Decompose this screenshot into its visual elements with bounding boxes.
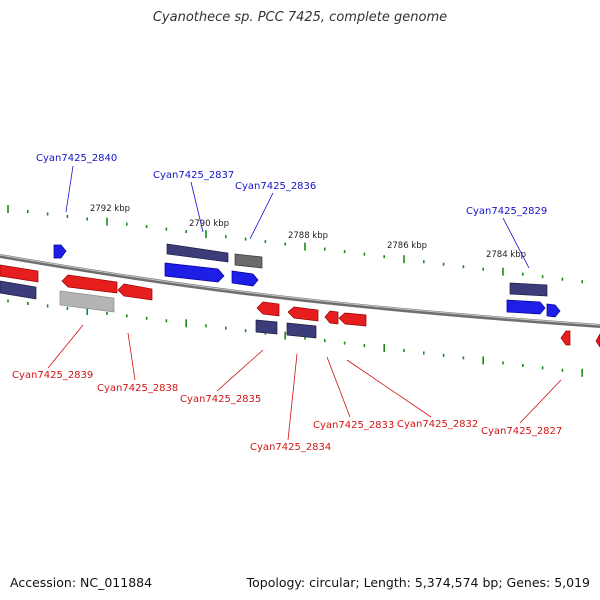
gene-label-2835[interactable]: Cyan7425_2835 — [180, 394, 261, 405]
reverse-leader-lines — [47, 324, 562, 441]
gene-2826-arrow[interactable] — [595, 333, 600, 348]
gene-2829-bar[interactable] — [509, 282, 548, 297]
gene-2828-arrow[interactable] — [546, 303, 561, 318]
reverse-gene-labels: Cyan7425_2839 Cyan7425_2838 Cyan7425_283… — [12, 370, 562, 453]
gene-2829-arrow[interactable] — [506, 299, 546, 315]
gene-label-2829[interactable]: Cyan7425_2829 — [466, 206, 547, 217]
inner-tick-track — [7, 299, 584, 377]
gene-2837-bar[interactable] — [166, 243, 229, 263]
gene-2841-arrow[interactable] — [0, 264, 39, 283]
gene-2837-arrow[interactable] — [164, 262, 225, 283]
gene-2836-bar[interactable] — [234, 253, 263, 269]
ruler-label-2792: 2792 kbp — [90, 204, 130, 214]
gene-label-2833[interactable]: Cyan7425_2833 — [313, 420, 394, 431]
gene-label-2827[interactable]: Cyan7425_2827 — [481, 426, 562, 437]
outer-tick-track — [7, 205, 584, 284]
topology-text: Topology: circular; Length: 5,374,574 bp… — [246, 575, 590, 590]
gene-label-2839[interactable]: Cyan7425_2839 — [12, 370, 93, 381]
gene-label-2838[interactable]: Cyan7425_2838 — [97, 383, 178, 394]
gene-2835-arrow[interactable] — [256, 301, 280, 317]
gene-2838-arrow[interactable] — [117, 283, 153, 301]
gene-2839-bar[interactable] — [59, 290, 115, 313]
gene-2835-bar[interactable] — [255, 319, 278, 335]
reverse-gene-track — [0, 264, 600, 348]
gene-2827-arrow[interactable] — [560, 330, 571, 346]
gene-2841-bar[interactable] — [0, 280, 37, 300]
gene-2832-arrow[interactable] — [338, 312, 367, 327]
gene-2840-arrow[interactable] — [53, 244, 67, 259]
accession-text: Accession: NC_011884 — [10, 575, 153, 590]
ruler-label-2790: 2790 kbp — [189, 219, 229, 229]
gene-label-2837[interactable]: Cyan7425_2837 — [153, 170, 234, 181]
ruler-label-2784: 2784 kbp — [486, 250, 526, 260]
forward-gene-labels: Cyan7425_2840 Cyan7425_2837 Cyan7425_283… — [36, 153, 547, 217]
forward-gene-track — [53, 243, 561, 318]
gene-2833-arrow[interactable] — [324, 310, 339, 325]
gene-label-2840[interactable]: Cyan7425_2840 — [36, 153, 117, 164]
forward-leader-lines — [65, 165, 530, 269]
ruler-label-2788: 2788 kbp — [288, 231, 328, 241]
gene-2839-arrow[interactable] — [61, 274, 118, 294]
gene-label-2834[interactable]: Cyan7425_2834 — [250, 442, 331, 453]
gene-2836-arrow[interactable] — [231, 270, 259, 287]
ruler-label-2786: 2786 kbp — [387, 241, 427, 251]
gene-label-2836[interactable]: Cyan7425_2836 — [235, 181, 316, 192]
gene-label-2832[interactable]: Cyan7425_2832 — [397, 419, 478, 430]
genome-backbone — [0, 254, 600, 328]
genome-title: Cyanothece sp. PCC 7425, complete genome — [152, 10, 448, 25]
gene-2834-bar[interactable] — [286, 322, 317, 339]
gene-2834-arrow[interactable] — [287, 306, 319, 322]
